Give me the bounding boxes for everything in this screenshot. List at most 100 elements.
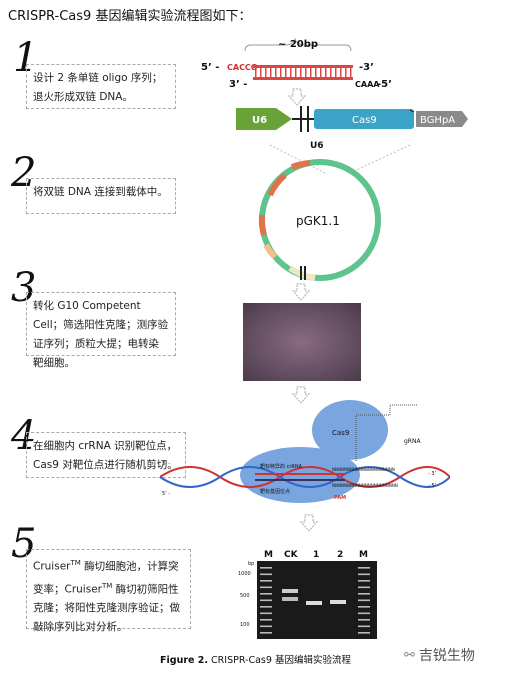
ladder-band bbox=[358, 612, 370, 615]
arrow-down-icon bbox=[300, 514, 318, 532]
step-1-number: 1 bbox=[13, 35, 39, 81]
gel-lane-label: 2 bbox=[337, 550, 343, 560]
base-pair-tick bbox=[350, 68, 352, 77]
base-pair-tick bbox=[310, 68, 312, 77]
ladder-band bbox=[260, 586, 272, 589]
ladder-band bbox=[358, 632, 370, 634]
dna-right-bottom: - 5’ bbox=[428, 483, 437, 489]
oligo-top-strand bbox=[253, 65, 353, 68]
grna-label: gRNA bbox=[404, 438, 421, 445]
cell-culture-image bbox=[243, 303, 361, 381]
cas9-label: Cas9 bbox=[332, 429, 349, 437]
step-3-number: 3 bbox=[11, 265, 37, 311]
seq-bottom: NNNNNNNNNNNNNNNNNNNNNN bbox=[332, 483, 398, 488]
cas9-gene bbox=[314, 109, 414, 129]
gel-marker-1000: 1000 bbox=[238, 571, 251, 577]
oligo-bottom-seq: CAAA bbox=[355, 80, 380, 89]
dna-left-bottom: 5’ - bbox=[162, 491, 170, 497]
gel-marker-100: 100 bbox=[240, 622, 250, 628]
oligo-3prime-top: -3’ bbox=[359, 62, 374, 73]
step-1-text: 设计 2 条单链 oligo 序列；退火形成双链 DNA。 bbox=[26, 64, 176, 109]
gel-lane-label: M bbox=[359, 550, 368, 560]
u6-label: U6 bbox=[252, 115, 267, 126]
ladder-band bbox=[260, 593, 272, 595]
gel-lane-label: M bbox=[264, 550, 273, 560]
oligo-top-seq: CACCG bbox=[227, 63, 257, 72]
target-crrna-label: 靶标特异的 crRNA bbox=[260, 463, 303, 470]
plasmid-name: pGK1.1 bbox=[296, 214, 340, 228]
base-pair-tick bbox=[270, 68, 272, 77]
ladder-band bbox=[358, 625, 370, 628]
ladder-band bbox=[358, 573, 370, 576]
cas9-gene-label: Cas9 bbox=[352, 115, 377, 126]
oligo-base-pairs bbox=[255, 68, 352, 77]
base-pair-tick bbox=[290, 68, 292, 77]
bghpa-label: BGHpA bbox=[420, 115, 455, 126]
base-pair-tick bbox=[330, 68, 332, 77]
ladder-band bbox=[358, 606, 370, 608]
target-site-label: 靶标基因位点 bbox=[260, 488, 290, 495]
length-label: ~ 20bp bbox=[278, 39, 318, 50]
step-4-text: 在细胞内 crRNA 识别靶位点，Cas9 对靶位点进行随机剪切。 bbox=[26, 432, 186, 478]
wechat-icon: ⚯ bbox=[404, 647, 415, 663]
arrow-down-icon bbox=[292, 283, 310, 301]
step-4-number: 4 bbox=[11, 413, 37, 459]
u6-promoter bbox=[236, 108, 292, 130]
gel-band-ck bbox=[282, 597, 298, 601]
ladder-band bbox=[260, 632, 272, 634]
gel-marker-500: 500 bbox=[240, 593, 250, 599]
ladder-band bbox=[260, 567, 272, 569]
gel-ladder-left bbox=[260, 567, 272, 634]
length-bracket bbox=[244, 37, 352, 52]
vector-construct: U6 Cas9 BGHpA U6 bbox=[236, 106, 468, 151]
gel-ladder-right bbox=[358, 567, 370, 634]
base-pair-tick bbox=[305, 68, 307, 77]
ladder-band bbox=[260, 599, 272, 602]
ladder-band bbox=[358, 593, 370, 595]
base-pair-tick bbox=[345, 68, 347, 77]
dna-left-top: 3’ - bbox=[162, 461, 170, 467]
ladder-band bbox=[260, 580, 272, 582]
page-header: CRISPR-Cas9 基因编辑实验流程图如下： bbox=[8, 9, 252, 24]
ladder-band bbox=[260, 619, 272, 621]
gel-background bbox=[257, 561, 377, 639]
oligo-3prime-bottom: 3’ - bbox=[229, 79, 247, 90]
bghpa-terminator bbox=[416, 111, 468, 127]
base-pair-tick bbox=[335, 68, 337, 77]
base-pair-tick bbox=[325, 68, 327, 77]
base-pair-tick bbox=[255, 68, 257, 77]
seq-top: NNNNNNNNNNNNNNNNNNNNN bbox=[332, 467, 395, 472]
step-5-number: 5 bbox=[11, 521, 37, 567]
oligo-5prime-top: 5’ - bbox=[201, 62, 219, 73]
base-pair-tick bbox=[260, 68, 262, 77]
step-2-number: 2 bbox=[11, 150, 37, 196]
figure-caption: Figure 2. CRISPR-Cas9 基因编辑实验流程 bbox=[160, 655, 351, 666]
oligo-5prime-bottom: -5’ bbox=[377, 79, 392, 90]
oligo-bottom-strand bbox=[253, 77, 353, 80]
ladder-band bbox=[260, 612, 272, 615]
step-2-text: 将双链 DNA 连接到载体中。 bbox=[26, 178, 176, 214]
gel-band-1 bbox=[306, 601, 322, 605]
gel-lane-label: 1 bbox=[313, 550, 319, 560]
ladder-band bbox=[260, 606, 272, 608]
ladder-band bbox=[260, 573, 272, 576]
gel-lane-label: CK bbox=[284, 550, 299, 560]
pam-label: PAM bbox=[334, 495, 346, 501]
gel-panel: M CK 1 2 M bp 1000 500 100 bbox=[222, 545, 382, 640]
gel-unit: bp bbox=[248, 561, 254, 567]
base-pair-tick bbox=[315, 68, 317, 77]
ladder-band bbox=[358, 567, 370, 569]
ladder-band bbox=[358, 586, 370, 589]
watermark: ⚯ 吉锐生物 bbox=[404, 647, 475, 665]
base-pair-tick bbox=[265, 68, 267, 77]
step-3-text: 转化 G10 Competent Cell；筛选阳性克隆；测序验证序列；质粒大提… bbox=[26, 292, 176, 369]
gel-band-2 bbox=[330, 600, 346, 604]
gel-svg: M CK 1 2 M bp 1000 500 100 bbox=[238, 550, 377, 639]
ladder-band bbox=[358, 599, 370, 602]
ladder-band bbox=[260, 625, 272, 628]
base-pair-tick bbox=[295, 68, 297, 77]
oligo-duplex: ~ 20bp 5’ - CACCG -3’ 3’ - CAAA -5’ bbox=[201, 37, 392, 90]
dna-strand-bottom bbox=[160, 466, 450, 488]
base-pair-tick bbox=[300, 68, 302, 77]
cas9-complex-diagram: Cas9 gRNA 靶标特异的 crRNA 靶标基因位点 NNNNNNNNNNN… bbox=[160, 400, 450, 503]
